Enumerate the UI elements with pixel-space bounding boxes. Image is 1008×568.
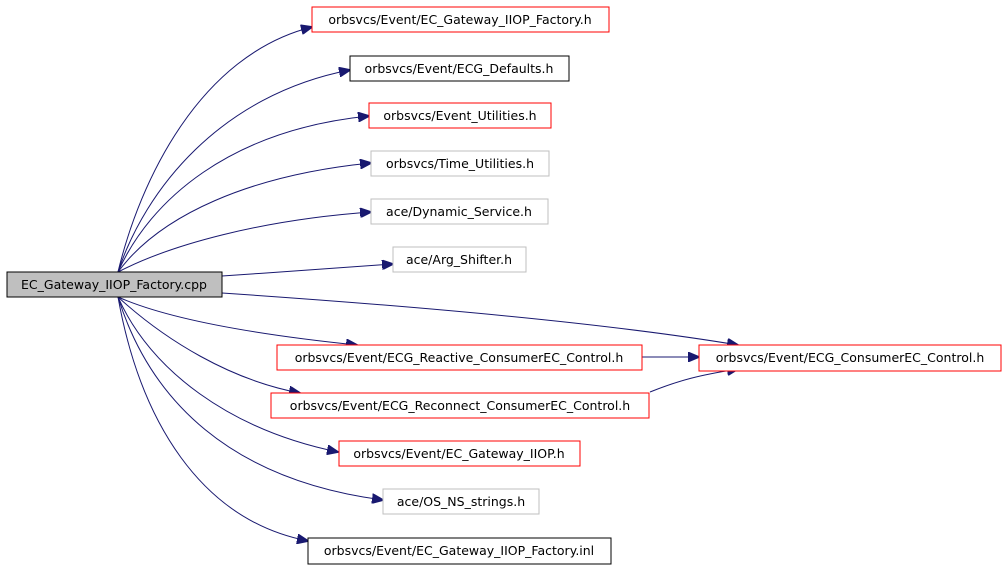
edge-root-to-reconnect-consumer — [117, 296, 300, 393]
node-ecg-defaults[interactable]: orbsvcs/Event/ECG_Defaults.h — [349, 55, 570, 82]
node-gw-factory-inl[interactable]: orbsvcs/Event/EC_Gateway_IIOP_Factory.in… — [307, 537, 612, 565]
node-reconnect-consumer[interactable]: orbsvcs/Event/ECG_Reconnect_ConsumerEC_C… — [270, 392, 650, 419]
edge-root-to-os-ns-strings — [117, 296, 383, 500]
node-label: orbsvcs/Event_Utilities.h — [383, 108, 536, 123]
node-dynamic-service[interactable]: ace/Dynamic_Service.h — [370, 198, 549, 225]
edge-root-to-time-utilities — [117, 163, 371, 273]
node-label: orbsvcs/Event/ECG_ConsumerEC_Control.h — [716, 350, 985, 365]
node-box — [698, 344, 1002, 372]
node-label: orbsvcs/Event/EC_Gateway_IIOP_Factory.in… — [324, 543, 594, 558]
edge-root-to-dynamic-service — [117, 212, 371, 273]
node-box — [370, 150, 550, 177]
node-box — [307, 537, 612, 565]
node-label: orbsvcs/Time_Utilities.h — [386, 156, 534, 171]
node-label: orbsvcs/Event/ECG_Defaults.h — [365, 61, 554, 76]
edge-root-to-gw-iiop — [117, 296, 338, 452]
edge-root-to-ecg-defaults — [117, 70, 350, 273]
node-gw-iiop[interactable]: orbsvcs/Event/EC_Gateway_IIOP.h — [338, 440, 581, 467]
node-box — [370, 198, 549, 225]
node-label: orbsvcs/Event/ECG_Reconnect_ConsumerEC_C… — [290, 398, 630, 413]
node-box — [368, 102, 552, 129]
node-label: EC_Gateway_IIOP_Factory.cpp — [21, 277, 207, 292]
node-root[interactable]: EC_Gateway_IIOP_Factory.cpp — [6, 271, 223, 298]
edge-root-to-reactive-consumer — [117, 296, 357, 345]
node-label: ace/Arg_Shifter.h — [406, 252, 512, 267]
node-time-utilities[interactable]: orbsvcs/Time_Utilities.h — [370, 150, 550, 177]
node-os-ns-strings[interactable]: ace/OS_NS_strings.h — [382, 488, 540, 515]
file-nodes: EC_Gateway_IIOP_Factory.cpp orbsvcs/Even… — [6, 6, 1002, 565]
node-box — [6, 271, 223, 298]
edge-root-to-event-utilities — [117, 116, 369, 273]
node-box — [270, 392, 650, 419]
node-label: orbsvcs/Event/EC_Gateway_IIOP_Factory.h — [328, 12, 591, 27]
edge-root-to-arg-shifter — [221, 264, 393, 277]
node-label: orbsvcs/Event/ECG_Reactive_ConsumerEC_Co… — [295, 350, 624, 365]
edge-root-to-consumer-ec-control — [221, 292, 738, 345]
node-box — [338, 440, 581, 467]
node-box — [311, 6, 610, 33]
node-label: ace/OS_NS_strings.h — [397, 494, 525, 509]
node-label: ace/Dynamic_Service.h — [386, 204, 532, 219]
node-gw-factory-h[interactable]: orbsvcs/Event/EC_Gateway_IIOP_Factory.h — [311, 6, 610, 33]
node-box — [276, 344, 643, 371]
node-consumer-ec-control[interactable]: orbsvcs/Event/ECG_ConsumerEC_Control.h — [698, 344, 1002, 372]
edge-reconnect-to-consumer-ec-control — [649, 369, 738, 393]
node-box — [349, 55, 570, 82]
node-arg-shifter[interactable]: ace/Arg_Shifter.h — [392, 246, 527, 273]
node-box — [392, 246, 527, 273]
edge-root-to-gw-factory-h — [117, 27, 312, 273]
node-event-utilities[interactable]: orbsvcs/Event_Utilities.h — [368, 102, 552, 129]
node-label: orbsvcs/Event/EC_Gateway_IIOP.h — [353, 446, 564, 461]
edge-root-to-gw-factory-inl — [117, 296, 308, 541]
node-box — [382, 488, 540, 515]
node-reactive-consumer[interactable]: orbsvcs/Event/ECG_Reactive_ConsumerEC_Co… — [276, 344, 643, 371]
